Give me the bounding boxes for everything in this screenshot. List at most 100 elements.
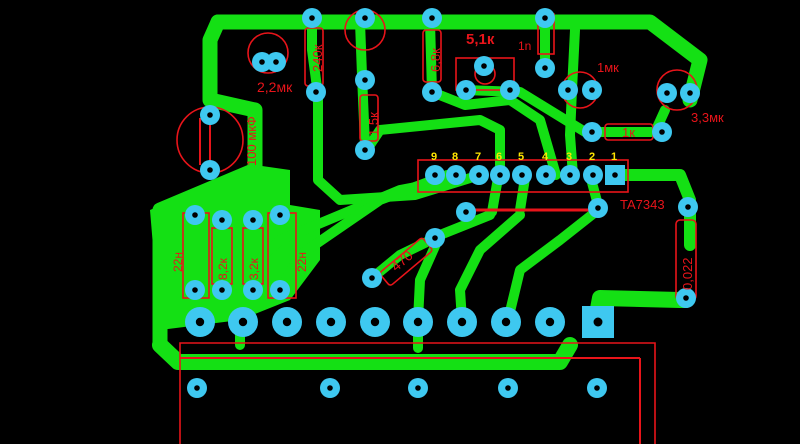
output-pad-1-drill xyxy=(195,317,205,327)
ic-pad-5-drill xyxy=(519,172,525,178)
ic-pad-2-drill xyxy=(590,172,596,178)
connector-pad-1-drill xyxy=(194,385,200,391)
connector-pad-4-drill xyxy=(505,385,511,391)
output-pad-8-drill xyxy=(501,317,511,327)
ic-pad-1-drill xyxy=(612,172,618,178)
pad-0022-bottom-drill xyxy=(683,295,689,301)
pad-pot-left-drill xyxy=(463,87,469,93)
pad-layer xyxy=(185,8,700,398)
pad-heatsink-left-drill xyxy=(463,209,469,215)
ic-pad-6-drill xyxy=(497,172,503,178)
pad-cluster-6-drill xyxy=(219,287,225,293)
trace-diag-b xyxy=(275,170,452,295)
label-c-100mkf: 100 мкФ xyxy=(244,116,259,166)
ic-pin-label-3: 3 xyxy=(566,151,572,163)
output-pad-4-drill xyxy=(326,317,336,327)
label-c-3-3mk: 3,3мк xyxy=(691,110,724,125)
ic-pin-label-5: 5 xyxy=(518,151,524,163)
label-c-22n-right: 22н xyxy=(295,252,309,272)
pad-pot-wiper-drill xyxy=(481,63,487,69)
connector-pad-5-drill xyxy=(594,385,600,391)
c22mk-outline xyxy=(247,32,289,74)
trace-vertical-right xyxy=(565,25,580,180)
pad-33mk-right-drill xyxy=(687,90,693,96)
ground-pour-left xyxy=(150,165,320,330)
output-pad-7-drill xyxy=(457,317,467,327)
pad-100mkf-top-drill xyxy=(207,112,213,118)
label-r-1k: 1к xyxy=(622,125,635,140)
pad-cluster-4-drill xyxy=(277,212,283,218)
output-pad-square-drill xyxy=(593,317,603,327)
pad-240k-top-drill xyxy=(309,15,315,21)
output-pad-3-drill xyxy=(282,317,292,327)
pad-cluster-5-drill xyxy=(192,287,198,293)
pad-cluster-7-drill xyxy=(250,287,256,293)
label-r-3-2k: 3,2к xyxy=(247,257,261,280)
pad-cluster-3-drill xyxy=(250,217,256,223)
pad-1mk-left-drill xyxy=(565,87,571,93)
label-r-8-2k: 8,2к xyxy=(216,257,230,280)
pad-zener-top-drill xyxy=(362,15,368,21)
label-c-2-2mk: 2,2мк xyxy=(257,79,293,95)
label-r-6-8k: 6,8к xyxy=(428,48,443,72)
output-pad-5-drill xyxy=(370,317,380,327)
pad-100mkf-bottom-drill xyxy=(207,167,213,173)
connector-outline xyxy=(179,342,656,444)
ic-pin-label-1: 1 xyxy=(611,151,617,163)
label-c-22n-left: 22н xyxy=(171,252,185,272)
ic-pad-9-drill xyxy=(432,172,438,178)
output-pad-6-drill xyxy=(413,317,423,327)
ic-pin-label-4: 4 xyxy=(542,151,549,163)
silkscreen-layer xyxy=(176,9,698,444)
pad-22mk-neg-drill xyxy=(259,59,265,65)
ic-pad-4-drill xyxy=(543,172,549,178)
pad-470-top-drill xyxy=(432,235,438,241)
ic-outline xyxy=(417,159,629,193)
component-labels: 2,2мк 240к 6,8к 5,1к 1n 1мк 3,3мк 1к 1,5… xyxy=(171,31,724,290)
pad-1k-left-drill xyxy=(589,129,595,135)
output-pad-2-drill xyxy=(238,317,248,327)
pad-68k-bottom-drill xyxy=(429,89,435,95)
trace-240k xyxy=(307,17,323,100)
ic-pin-label-9: 9 xyxy=(431,151,437,163)
pad-1k-right-drill xyxy=(659,129,665,135)
ic-pin-label-7: 7 xyxy=(475,151,481,163)
pad-0022-top-drill xyxy=(685,204,691,210)
pad-470-bottom-drill xyxy=(369,275,375,281)
connector-pad-3-drill xyxy=(415,385,421,391)
label-c-1n: 1n xyxy=(518,39,531,53)
trace-diag-d xyxy=(455,210,525,325)
label-pot-5-1k: 5,1к xyxy=(466,31,495,48)
trace-diag-c xyxy=(413,210,495,325)
pad-1mk-right-drill xyxy=(589,87,595,93)
pad-pot-right-drill xyxy=(507,87,513,93)
ic-pin-label-8: 8 xyxy=(452,151,458,163)
trace-center-2 xyxy=(365,115,505,180)
label-r-1-5k: 1,5к xyxy=(366,112,381,136)
pad-33mk-left-drill xyxy=(664,90,670,96)
ic-pad-7-drill xyxy=(476,172,482,178)
pad-heatsink-right-drill xyxy=(595,205,601,211)
trace-6-8k xyxy=(425,17,437,97)
output-pad-9-drill xyxy=(545,317,555,327)
pad-cluster-1-drill xyxy=(192,212,198,218)
ic-pin-label-2: 2 xyxy=(589,151,595,163)
label-ic-ta7343: TA7343 xyxy=(620,197,665,212)
pad-22mk-pos-drill xyxy=(273,59,279,65)
trace-bottom-bus xyxy=(152,337,578,370)
pad-1n-bottom-drill xyxy=(542,65,548,71)
pad-1n-top-drill xyxy=(542,15,548,21)
trace-center-1 xyxy=(313,90,485,205)
pad-15k-bottom-drill xyxy=(362,147,368,153)
label-c-1mk: 1мк xyxy=(597,60,619,75)
ic-pad-8-drill xyxy=(453,172,459,178)
connector-pad-2-drill xyxy=(327,385,333,391)
pad-15k-top-drill xyxy=(362,77,368,83)
label-c-0-022: 0,022 xyxy=(680,257,695,290)
label-r-240k: 240к xyxy=(310,44,325,72)
trace-diag-e xyxy=(503,205,603,325)
ic-pad-3-drill xyxy=(567,172,573,178)
